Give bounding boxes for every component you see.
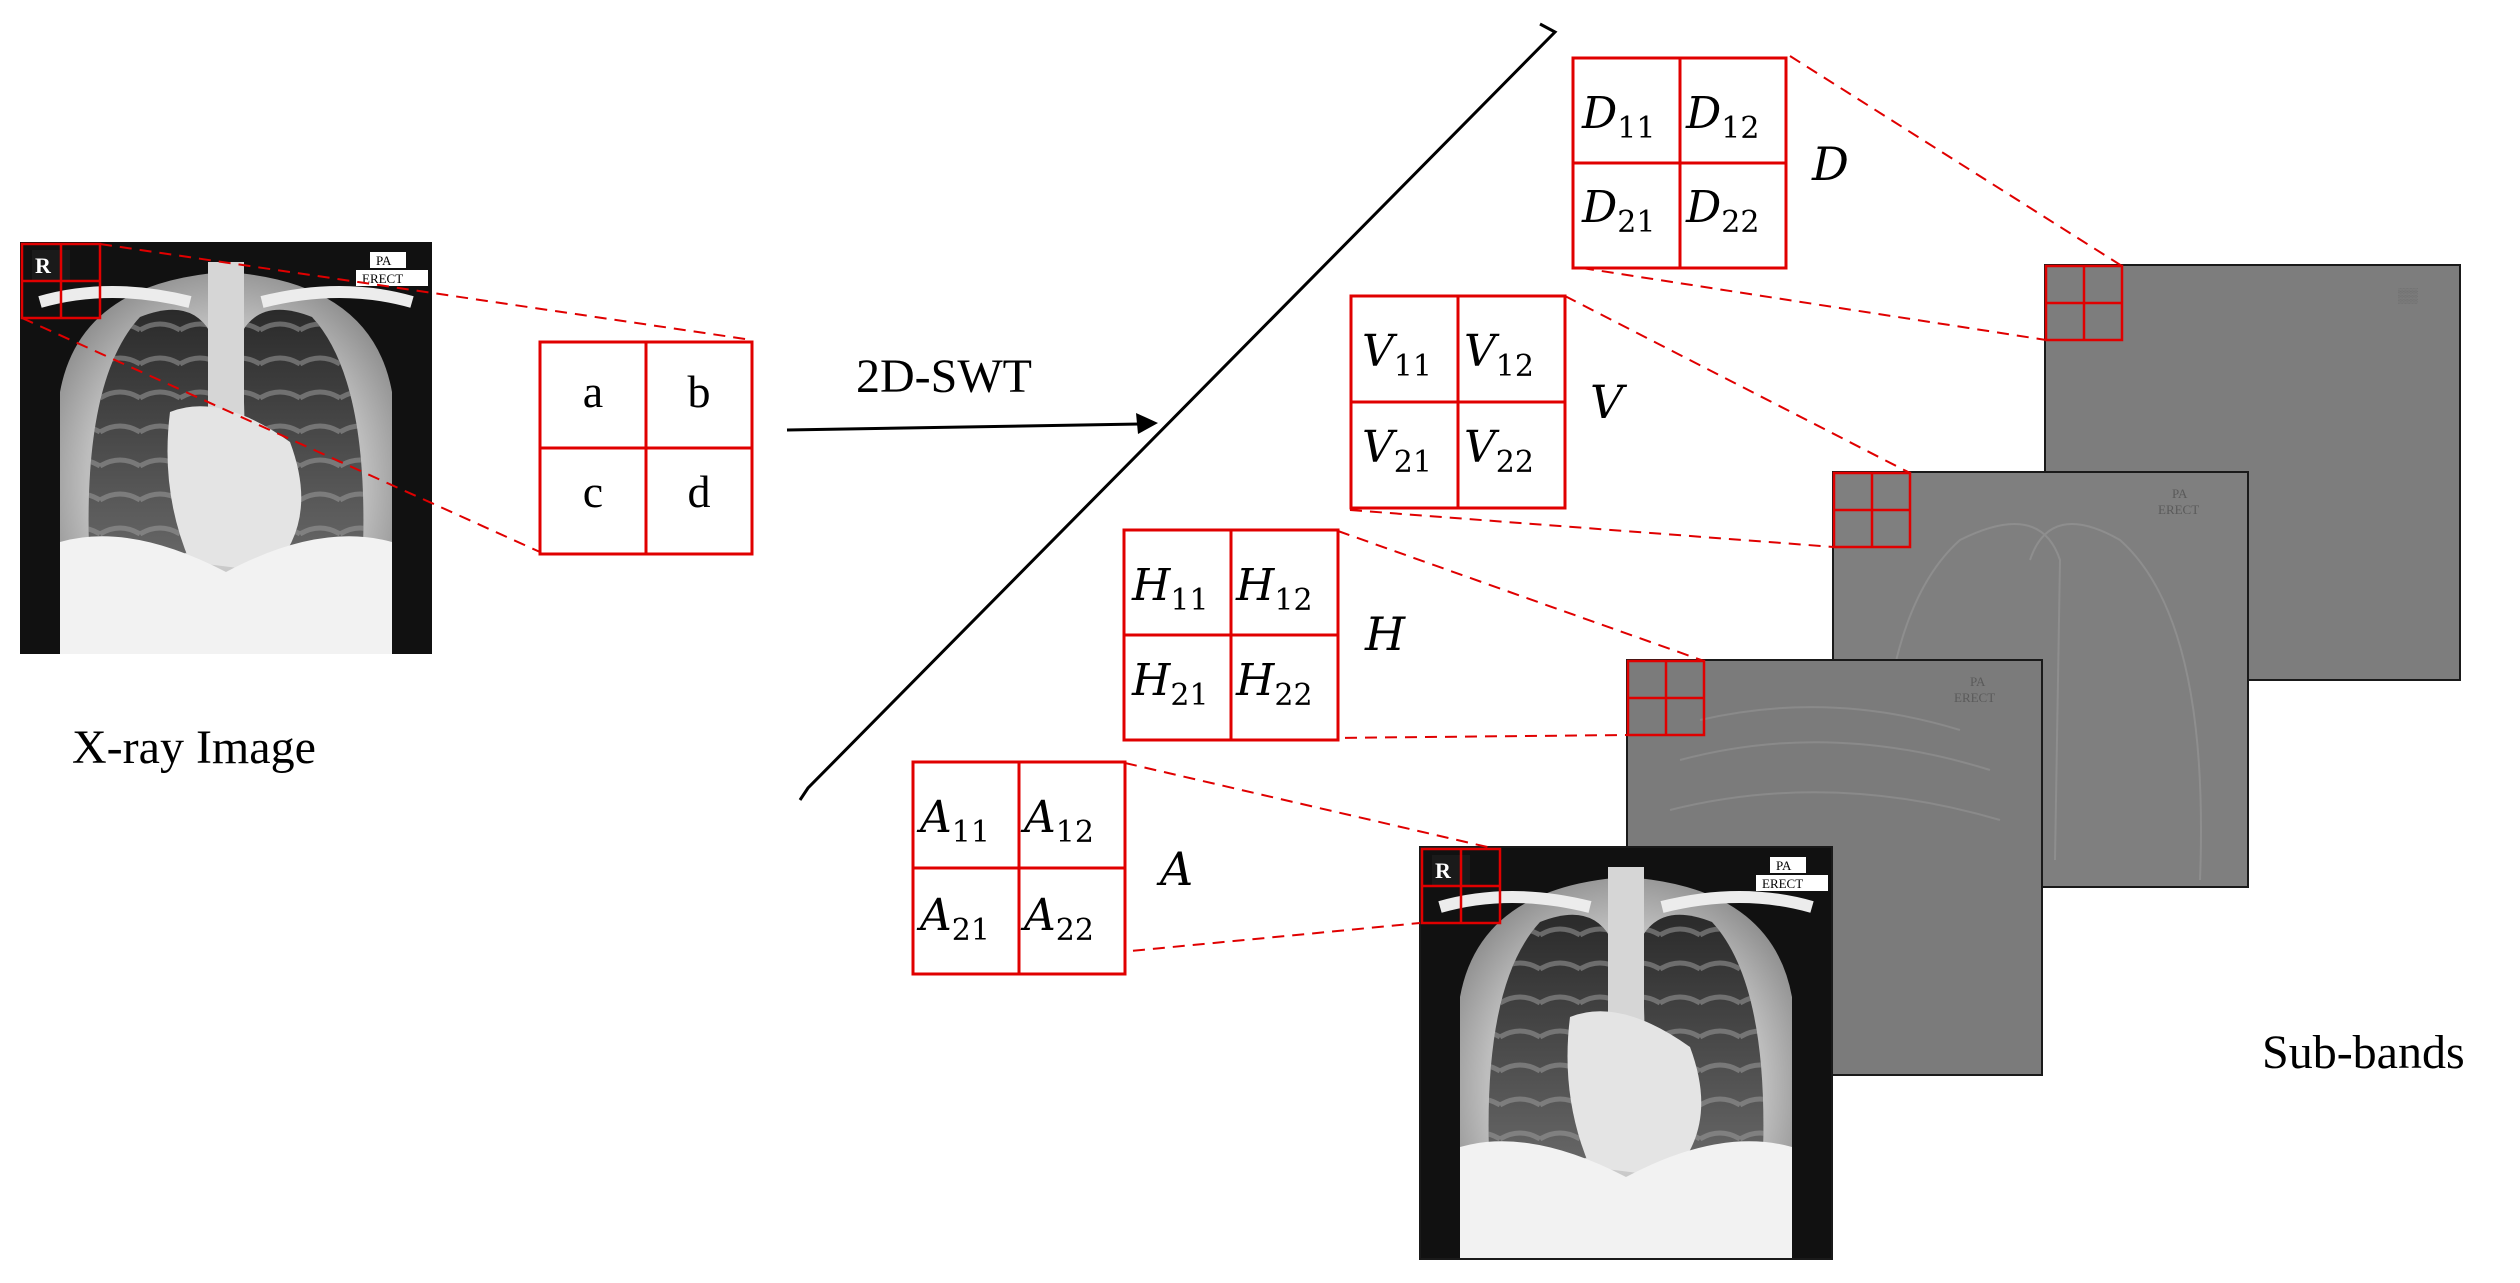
band-a-label: A	[1156, 842, 1193, 896]
band-v-cell-21-index: 21	[1394, 445, 1432, 480]
band-a-cell-21-index: 21	[952, 913, 990, 948]
source-cell-a: a	[583, 366, 603, 417]
band-h-grid: H11 H12 H21 H22	[1122, 528, 1340, 742]
band-a-cell-11-index: 11	[952, 815, 990, 850]
band-v-cell-21-symbol: V	[1362, 422, 1398, 473]
band-h-cell-21-index: 21	[1170, 678, 1208, 713]
source-cell-c: c	[583, 466, 603, 517]
band-a-cell-12-symbol: A	[1020, 792, 1056, 843]
svg-text:V21: V21	[1362, 422, 1432, 480]
svg-text:A21: A21	[916, 890, 990, 948]
svg-text:ERECT: ERECT	[2158, 502, 2199, 517]
svg-text:▒▒: ▒▒	[2398, 288, 2418, 304]
band-h-cell-22-index: 22	[1274, 678, 1312, 713]
band-a-cell-22-symbol: A	[1020, 890, 1056, 941]
svg-text:H11: H11	[1131, 560, 1209, 618]
svg-text:PA: PA	[2172, 486, 2188, 501]
band-h-cell-22-symbol: H	[1235, 655, 1276, 706]
transform-label: 2D-SWT	[856, 350, 1032, 403]
band-h-label: H	[1364, 607, 1406, 661]
subbands-caption: Sub-bands	[2262, 1026, 2465, 1079]
svg-text:D12: D12	[1685, 88, 1759, 146]
svg-text:D21: D21	[1581, 182, 1655, 240]
svg-text:H21: H21	[1131, 655, 1209, 713]
band-v-grid: V11 V12 V21 V22	[1349, 294, 1567, 510]
band-a-cell-22-index: 22	[1056, 913, 1094, 948]
band-d-cell-21-symbol: D	[1581, 182, 1617, 233]
subband-a-marker-side: R	[1435, 858, 1452, 883]
xray-marker-position: ERECT	[362, 271, 403, 286]
source-grid: a b c d	[538, 340, 754, 556]
source-cell-b: b	[688, 366, 711, 417]
band-v-label: V	[1590, 375, 1628, 429]
band-d-grid: D11 D12 D21 D22	[1571, 56, 1788, 270]
svg-text:H12: H12	[1235, 560, 1313, 618]
svg-text:ERECT: ERECT	[1954, 690, 1995, 705]
xray-highlight-grid	[20, 242, 102, 320]
split-bracket	[798, 22, 1558, 801]
svg-text:A22: A22	[1020, 890, 1094, 948]
svg-text:V11: V11	[1362, 326, 1432, 384]
transform-arrow	[786, 413, 1158, 434]
band-v-cell-11-symbol: V	[1362, 326, 1398, 377]
svg-text:V22: V22	[1464, 422, 1534, 480]
band-h-cell-12-symbol: H	[1235, 560, 1276, 611]
svg-text:D11: D11	[1581, 88, 1655, 146]
subband-a-marker-view: PA	[1776, 858, 1792, 873]
band-v-cell-22-symbol: V	[1464, 422, 1500, 473]
band-d-cell-11-index: 11	[1617, 111, 1655, 146]
xray-caption: X-ray Image	[72, 721, 316, 774]
svg-text:V12: V12	[1464, 326, 1534, 384]
subband-a-image: R PA ERECT	[1420, 847, 1832, 1259]
band-h-cell-21-symbol: H	[1131, 655, 1172, 706]
band-d-cell-22-index: 22	[1721, 205, 1759, 240]
band-d-cell-11-symbol: D	[1581, 88, 1617, 139]
band-d-cell-12-symbol: D	[1685, 88, 1721, 139]
svg-text:A11: A11	[916, 792, 990, 850]
source-cell-d: d	[688, 466, 711, 517]
band-d-cell-12-index: 12	[1721, 111, 1759, 146]
band-v-cell-12-index: 12	[1496, 349, 1534, 384]
subband-a-marker-position: ERECT	[1762, 876, 1803, 891]
svg-text:H22: H22	[1235, 655, 1313, 713]
band-a-grid: A11 A12 A21 A22	[911, 760, 1127, 976]
band-h-cell-12-index: 12	[1274, 583, 1312, 618]
band-a-cell-12-index: 12	[1056, 815, 1094, 850]
band-d-cell-22-symbol: D	[1685, 182, 1721, 233]
xray-zoom-connectors	[21, 243, 753, 553]
svg-text:A12: A12	[1020, 792, 1094, 850]
xray-marker-side: R	[35, 253, 52, 278]
band-a-cell-11-symbol: A	[916, 792, 952, 843]
band-v-cell-22-index: 22	[1496, 445, 1534, 480]
xray-marker-view: PA	[376, 253, 392, 268]
band-d-label: D	[1811, 137, 1849, 191]
band-h-cell-11-symbol: H	[1131, 560, 1172, 611]
band-h-cell-11-index: 11	[1170, 583, 1208, 618]
band-v-cell-11-index: 11	[1394, 349, 1432, 384]
svg-text:PA: PA	[1970, 674, 1986, 689]
band-a-cell-21-symbol: A	[916, 890, 952, 941]
band-v-cell-12-symbol: V	[1464, 326, 1500, 377]
input-xray: R PA ERECT	[20, 242, 432, 654]
band-d-cell-21-index: 21	[1617, 205, 1655, 240]
svg-text:D22: D22	[1685, 182, 1759, 240]
